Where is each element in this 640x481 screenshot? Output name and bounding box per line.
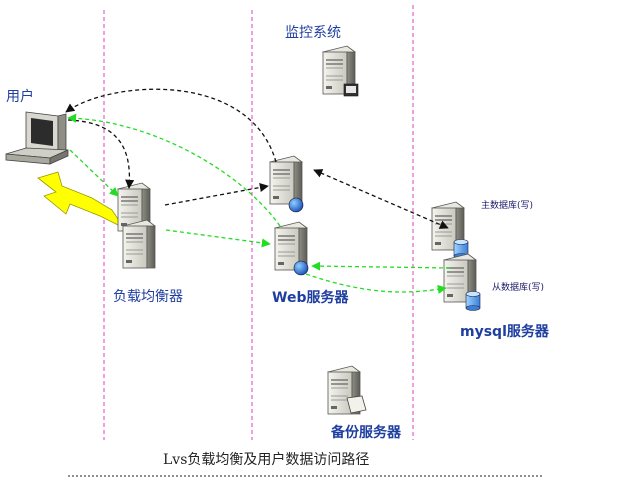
db-master-label: 主数据库(写) bbox=[481, 201, 534, 211]
flow-lb-to-web bbox=[164, 183, 269, 206]
flow-user-to-lb bbox=[67, 119, 135, 189]
globe-icon bbox=[288, 197, 304, 213]
load-balancer-server-2-icon bbox=[122, 219, 156, 269]
backup-server-icon bbox=[327, 365, 367, 415]
db-master-server-icon bbox=[431, 201, 469, 259]
flow-lb-green-to-web bbox=[165, 229, 271, 248]
monitor-label: 监控系统 bbox=[285, 25, 341, 41]
flow-web-db-sync bbox=[313, 169, 449, 229]
request-flows bbox=[65, 88, 449, 229]
pc-terminal-icon bbox=[5, 111, 69, 165]
web-label: Web服务器 bbox=[272, 290, 349, 306]
diagram-caption: Lvs负载均衡及用户数据访问路径 bbox=[163, 452, 370, 468]
flow-user-green-to-lb bbox=[69, 149, 119, 197]
mysql-label: mysql服务器 bbox=[460, 324, 549, 340]
globe-icon bbox=[293, 260, 309, 276]
web-server-2-icon bbox=[274, 221, 309, 276]
db-slave-server-icon bbox=[443, 253, 481, 311]
db-slave-label: 从数据库(写) bbox=[492, 283, 545, 293]
lb-label: 负载均衡器 bbox=[113, 289, 183, 305]
web-server-1-icon bbox=[269, 155, 304, 213]
flow-web-to-user bbox=[65, 88, 277, 163]
lightning-icon bbox=[37, 171, 126, 230]
flow-web-green-to-db bbox=[305, 273, 447, 294]
monitor-server-icon bbox=[322, 45, 359, 97]
user-label: 用户 bbox=[6, 89, 34, 105]
backup-label: 备份服务器 bbox=[331, 425, 401, 441]
data-flows bbox=[67, 113, 451, 294]
database-icon bbox=[465, 291, 481, 311]
flow-db-green-to-web bbox=[311, 261, 451, 271]
